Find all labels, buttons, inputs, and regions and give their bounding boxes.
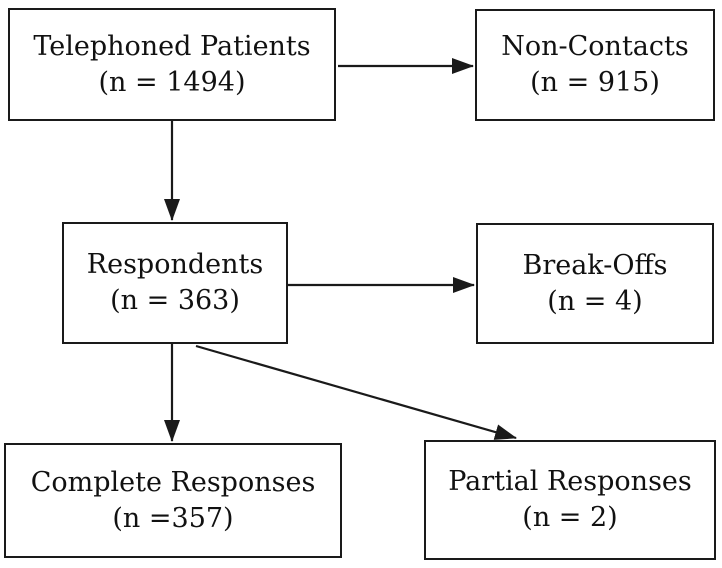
arrow-respondents-to-partial <box>195 344 517 440</box>
node-label: Telephoned Patients <box>33 30 311 62</box>
node-count: (n = 363) <box>110 285 240 316</box>
node-respondents: Respondents (n = 363) <box>62 222 288 344</box>
node-partial-responses: Partial Responses (n = 2) <box>424 440 716 560</box>
node-complete-responses: Complete Responses (n =357) <box>4 443 342 558</box>
node-label: Break-Offs <box>522 249 668 281</box>
node-label: Partial Responses <box>448 466 692 497</box>
node-count: (n = 4) <box>547 285 643 317</box>
node-label: Complete Responses <box>30 466 316 498</box>
node-non-contacts: Non-Contacts (n = 915) <box>475 9 715 121</box>
node-break-offs: Break-Offs (n = 4) <box>476 223 714 344</box>
node-telephoned-patients: Telephoned Patients (n = 1494) <box>8 8 336 121</box>
node-count: (n = 915) <box>530 67 660 98</box>
node-count: (n =357) <box>112 502 234 534</box>
node-label: Respondents <box>86 249 264 280</box>
node-count: (n = 2) <box>522 502 618 533</box>
node-count: (n = 1494) <box>98 66 246 98</box>
node-label: Non-Contacts <box>501 31 689 62</box>
